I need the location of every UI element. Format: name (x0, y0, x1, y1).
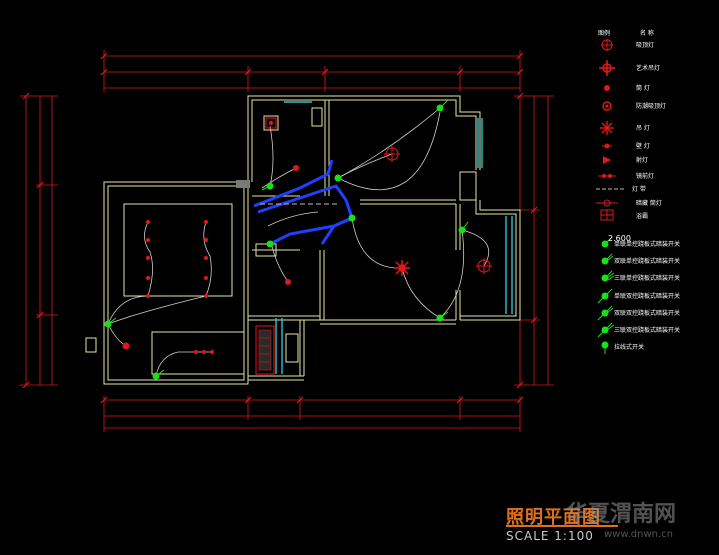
legend-item: 吊 灯 (592, 121, 712, 139)
dimension-lines (20, 50, 554, 432)
wiring (107, 107, 490, 377)
legend-item-label: 单联单控跷板式暗装开关 (614, 241, 681, 248)
elevation-label: 2.600 (608, 234, 631, 243)
legend-item: 镜前灯 (592, 169, 712, 187)
walls (85, 95, 521, 385)
ceiling-lamp-symbols (384, 146, 492, 274)
legend-item: 三联单控跷板式暗装开关 (592, 271, 712, 289)
legend-item-label: 吊 灯 (636, 125, 650, 132)
legend-item: 双联双控跷板式暗装开关 (592, 306, 712, 324)
legend-item-label: 双联单控跷板式暗装开关 (614, 258, 681, 265)
legend-header-name: 名 称 (640, 30, 654, 37)
legend-item-label: 筒 灯 (636, 85, 650, 92)
legend-item: 吸顶灯 (592, 38, 712, 56)
legend-item: 射灯 (592, 153, 712, 171)
legend-item-label: 三联双控跷板式暗装开关 (614, 327, 681, 334)
legend-item-label: 壁 灯 (636, 143, 650, 150)
legend-item: 单联单控跷板式暗装开关 (592, 237, 712, 255)
pendant-lamp-symbol (394, 260, 410, 276)
switch-symbols (104, 99, 469, 380)
conduit (253, 159, 354, 246)
legend-item: 防潮吸顶灯 (592, 99, 712, 117)
heater-symbol (265, 117, 277, 129)
legend-item-label: 吸顶灯 (636, 42, 655, 49)
legend-item-label: 拉线式开关 (614, 344, 645, 351)
downlight-symbols (122, 165, 299, 354)
watermark-url: www.dnwn.cn (604, 529, 674, 540)
watermark-logo: 华夏渭南网 (566, 502, 677, 527)
legend-item-label: 艺术吊灯 (636, 65, 661, 72)
legend-item-label: 射灯 (636, 157, 649, 164)
title-underline (506, 525, 618, 527)
legend-item-label: 浴霸 (636, 213, 649, 220)
dimension-ticks (22, 52, 538, 404)
legend-item: 灯 带 (592, 182, 712, 200)
legend-item-label: 镜前灯 (636, 173, 655, 180)
drawing-scale: SCALE 1:100 (506, 529, 594, 543)
legend-item-label: 灯 带 (632, 186, 646, 193)
legend-item: 浴霸 (592, 209, 712, 227)
legend-item-label: 单联双控跷板式暗装开关 (614, 293, 681, 300)
windows (275, 101, 513, 374)
legend-item: 双联单控跷板式暗装开关 (592, 254, 712, 272)
legend-item-label: 暗藏 筒灯 (636, 200, 662, 207)
legend-item: 暗藏 筒灯 (592, 196, 712, 214)
drawing-title: 照明平面图 (506, 507, 601, 528)
legend-symbols (596, 39, 624, 354)
legend-item-label: 防潮吸顶灯 (636, 103, 667, 110)
legend-item: 单联双控跷板式暗装开关 (592, 289, 712, 307)
legend-item: 筒 灯 (592, 81, 712, 99)
legend-item-label: 三联单控跷板式暗装开关 (614, 275, 681, 282)
legend-item-label: 双联双控跷板式暗装开关 (614, 310, 681, 317)
legend-item: 拉线式开关 (592, 340, 712, 358)
cabinet-block (236, 180, 275, 375)
legend-item: 壁 灯 (592, 139, 712, 157)
legend-item: 艺术吊灯 (592, 61, 712, 79)
legend-item: 三联双控跷板式暗装开关 (592, 323, 712, 341)
legend-header-symbol: 图例 (598, 30, 611, 37)
